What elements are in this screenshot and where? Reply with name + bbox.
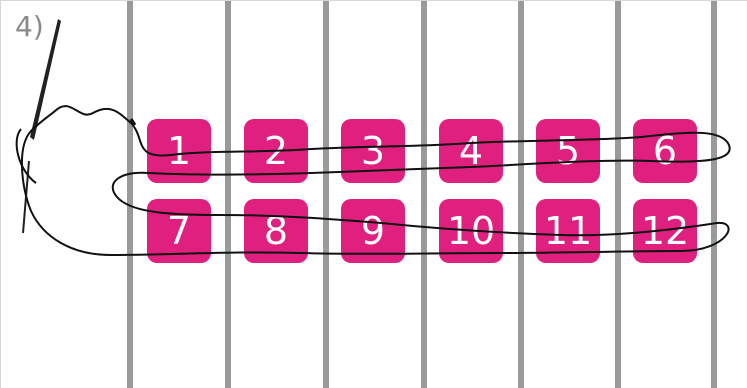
step-label: 4) [15,13,44,41]
tile-10: 10 [439,199,503,263]
tile-9: 9 [341,199,405,263]
tile-11: 11 [536,199,600,263]
vertical-ruler-5 [518,1,524,388]
sewing-needle-icon [23,19,61,233]
tile-6: 6 [633,119,697,183]
vertical-ruler-3 [323,1,329,388]
tile-8: 8 [244,199,308,263]
vertical-ruler-1 [127,1,133,388]
tile-1: 1 [147,119,211,183]
vertical-ruler-2 [225,1,231,388]
vertical-ruler-7 [711,1,717,388]
tile-3: 3 [341,119,405,183]
tile-2: 2 [244,119,308,183]
tile-7: 7 [147,199,211,263]
tile-4: 4 [439,119,503,183]
vertical-ruler-6 [615,1,621,388]
tile-12: 12 [633,199,697,263]
vertical-ruler-4 [421,1,427,388]
tile-5: 5 [536,119,600,183]
